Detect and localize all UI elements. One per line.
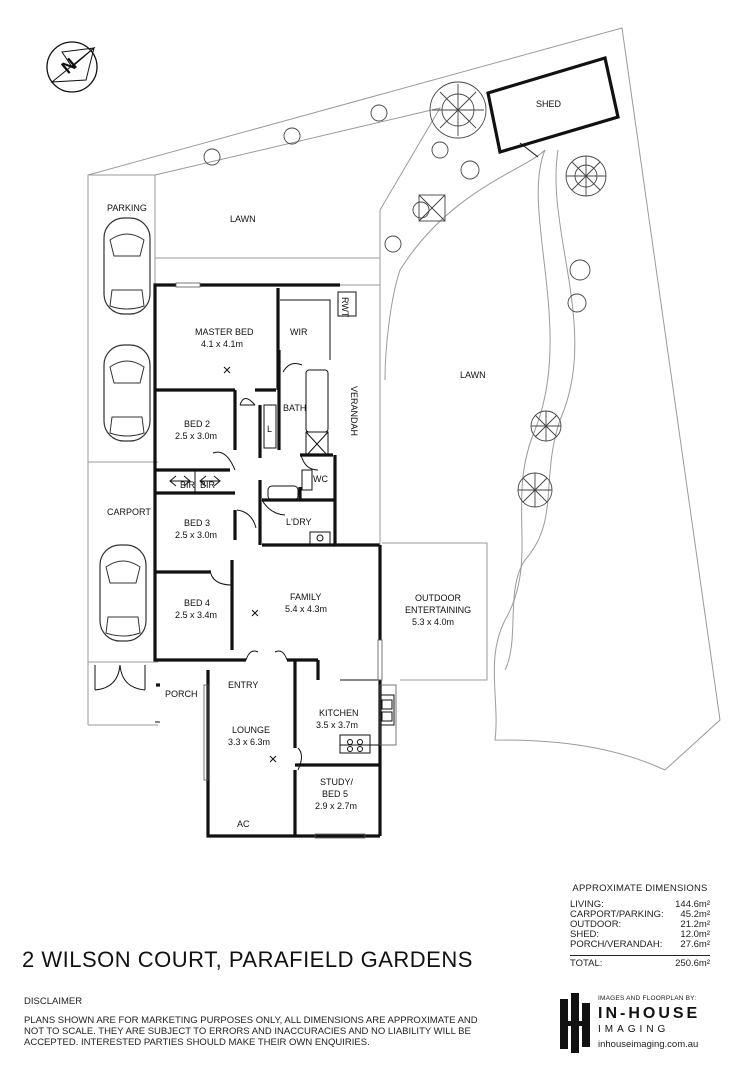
area-row-value: 45.2m² — [680, 909, 710, 920]
area-row: PORCH/VERANDAH: 27.6m² — [570, 940, 710, 950]
floor-plan: N — [46, 27, 721, 839]
area-row-value: 12.0m² — [680, 929, 710, 940]
master-bed-dims: 4.1 x 4.1m — [201, 339, 243, 349]
house-walls — [153, 282, 488, 839]
porch-label: PORCH — [165, 689, 198, 699]
kitchen-name: KITCHEN — [319, 708, 359, 718]
family-name: FAMILY — [290, 592, 321, 602]
carport-car — [99, 544, 147, 642]
area-row: LIVING: 144.6m² — [570, 900, 710, 910]
lawn-top-label: LAWN — [230, 214, 256, 224]
entry-label: ENTRY — [228, 680, 258, 690]
area-row-value: 21.2m² — [680, 919, 710, 930]
area-summary-heading: APPROXIMATE DIMENSIONS — [572, 883, 708, 894]
parking-label: PARKING — [107, 203, 147, 213]
parking-car-2 — [103, 344, 151, 442]
bir1-label: BIR — [180, 480, 196, 490]
brand-credit: IMAGES AND FLOORPLAN BY: — [598, 995, 697, 1002]
area-summary: APPROXIMATE DIMENSIONS LIVING: 144.6m² C… — [570, 883, 710, 969]
outdoor-name-1: OUTDOOR — [415, 593, 461, 603]
wir-label: WIR — [290, 327, 308, 337]
parking-car-1 — [103, 217, 151, 315]
brand-url[interactable]: inhouseimaging.com.au — [598, 1039, 699, 1050]
area-row-label: CARPORT/PARKING: — [570, 909, 664, 920]
bed4-dims: 2.5 x 3.4m — [175, 610, 217, 620]
room-labels: MASTER BED 4.1 x 4.1m WIR BATH L BED 2 2… — [175, 327, 471, 829]
wc-label: WC — [313, 474, 328, 484]
disclaimer: DISCLAIMER PLANS SHOWN ARE FOR MARKETING… — [24, 996, 494, 1048]
study-name-2: BED 5 — [322, 789, 348, 799]
area-row-label: LIVING: — [570, 899, 604, 910]
verandah-label: VERANDAH — [349, 386, 359, 436]
bed2-name: BED 2 — [184, 419, 210, 429]
tree-icon — [203, 81, 607, 508]
disclaimer-line: PLANS SHOWN ARE FOR MARKETING PURPOSES O… — [24, 1015, 478, 1026]
area-row-value: 27.6m² — [680, 939, 710, 950]
study-name-1: STUDY/ — [320, 777, 354, 787]
disclaimer-line: NOT TO SCALE. THEY ARE SUBJECT TO ERRORS… — [24, 1026, 471, 1037]
kitchen-dims: 3.5 x 3.7m — [316, 720, 358, 730]
disclaimer-heading: DISCLAIMER — [24, 996, 83, 1007]
brand-name: IN-HOUSE — [598, 1005, 701, 1022]
carport-label: CARPORT — [107, 507, 151, 517]
area-row-label: SHED: — [570, 929, 600, 940]
area-row-value: 144.6m² — [675, 899, 710, 910]
brand-block: IMAGES AND FLOORPLAN BY: IN-HOUSE IMAGIN… — [558, 993, 728, 1053]
area-row-label: PORCH/VERANDAH: — [570, 939, 663, 950]
bir2-label: BIR — [200, 480, 216, 490]
compass-icon: N — [46, 41, 98, 93]
bed2-dims: 2.5 x 3.0m — [175, 431, 217, 441]
outdoor-name-2: ENTERTAINING — [405, 605, 471, 615]
shed-label: SHED — [536, 99, 562, 109]
site-labels: PARKING CARPORT LAWN LAWN VERANDAH RWT P… — [107, 203, 486, 699]
bath-label: BATH — [283, 403, 306, 413]
bed3-dims: 2.5 x 3.0m — [175, 530, 217, 540]
outdoor-dims: 5.3 x 4.0m — [412, 617, 454, 627]
bed3-name: BED 3 — [184, 518, 210, 528]
property-address: 2 WILSON COURT, PARAFIELD GARDENS — [22, 947, 473, 972]
family-dims: 5.4 x 4.3m — [285, 604, 327, 614]
lawn-right-label: LAWN — [460, 370, 486, 380]
ac-label: AC — [237, 819, 250, 829]
lounge-dims: 3.3 x 6.3m — [228, 737, 270, 747]
in-house-logo-icon — [560, 993, 590, 1053]
area-row: SHED: 12.0m² — [570, 930, 710, 940]
master-bed-name: MASTER BED — [195, 327, 254, 337]
area-total-value: 250.6m² — [675, 958, 710, 969]
shed: SHED — [486, 55, 620, 158]
area-total-row: TOTAL: 250.6m² — [570, 955, 710, 969]
site-boundary — [87, 27, 721, 771]
area-row: OUTDOOR: 21.2m² — [570, 920, 710, 930]
bed4-name: BED 4 — [184, 598, 210, 608]
disclaimer-line: ACCEPTED. INTERESTED PARTIES SHOULD MAKE… — [24, 1037, 370, 1048]
linen-label: L — [267, 424, 272, 434]
area-total-label: TOTAL: — [570, 958, 603, 969]
brand-subname: IMAGING — [598, 1024, 670, 1035]
area-row: CARPORT/PARKING: 45.2m² — [570, 910, 710, 920]
rwt-label: RWT — [340, 297, 350, 318]
pergola-icon — [418, 194, 446, 222]
study-dims: 2.9 x 2.7m — [315, 801, 357, 811]
area-row-label: OUTDOOR: — [570, 919, 622, 930]
ldry-label: L'DRY — [286, 517, 312, 527]
lounge-name: LOUNGE — [232, 725, 270, 735]
